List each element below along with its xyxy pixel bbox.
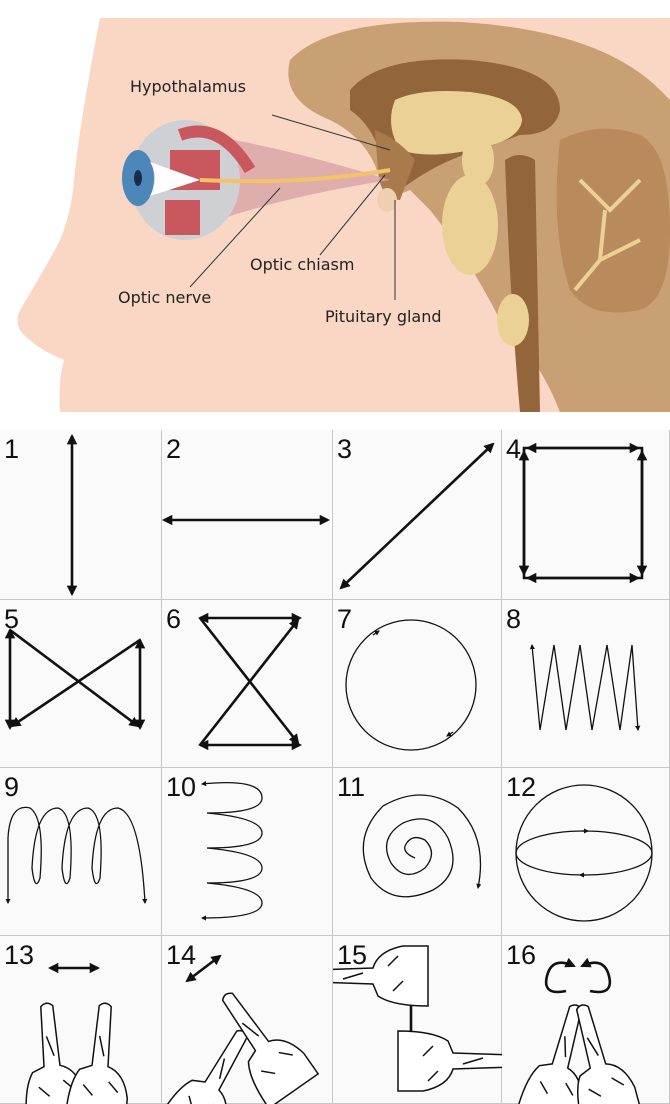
exercise-cell-2: 2 [162, 430, 333, 600]
exercise-cell-9: 9 [0, 768, 162, 936]
label-optic-nerve: Optic nerve [118, 288, 211, 307]
fingers-apart-motion-diagram [25, 962, 129, 1104]
sphere-motion-diagram [515, 784, 653, 922]
vertical-motion-diagram [66, 433, 78, 597]
exercise-number: 11 [337, 772, 366, 802]
exercise-cell-12: 12 [502, 768, 670, 936]
label-leader-lines [189, 114, 396, 300]
exercise-cell-3: 3 [333, 430, 502, 600]
exercise-cell-4: 4 [502, 430, 670, 600]
fingers-vertical-motion-diagram [333, 945, 502, 1092]
exercise-cell-11: 11 [333, 768, 502, 936]
eye-brain-anatomy-illustration: Hypothalamus Optic chiasm Optic nerve Pi… [17, 18, 670, 413]
exercise-number: 4 [506, 434, 522, 464]
diagonal-motion-diagram [339, 442, 495, 590]
square-motion-diagram [518, 442, 648, 584]
exercise-number: 7 [337, 604, 353, 634]
circle-motion-diagram [345, 619, 477, 751]
exercise-number: 8 [506, 604, 522, 634]
eye [122, 120, 391, 240]
hand-icon [397, 1030, 502, 1092]
exercise-cell-14: 14 [162, 936, 333, 1104]
exercise-cell-8: 8 [502, 600, 670, 768]
exercise-cell-15: 15 [333, 936, 502, 1104]
label-hypothalamus: Hypothalamus [130, 77, 246, 96]
fingers-diagonal-motion-diagram [162, 954, 320, 1104]
hand-icon [64, 1002, 129, 1104]
exercise-number: 5 [4, 604, 20, 634]
exercise-cell-10: 10 [162, 768, 333, 936]
label-pituitary-gland: Pituitary gland [325, 307, 442, 326]
hourglass-motion-diagram [197, 612, 303, 751]
label-optic-chiasm: Optic chiasm [250, 255, 354, 274]
exercise-number: 13 [4, 940, 35, 970]
horizontal-loops-motion-diagram [5, 806, 148, 905]
exercise-number: 3 [337, 434, 353, 464]
spiral-motion-diagram [362, 794, 482, 898]
exercise-number: 12 [506, 772, 537, 802]
fingers-circles-motion-diagram [515, 957, 643, 1104]
hand-icon [221, 992, 320, 1104]
brain [288, 21, 670, 413]
zigzag-motion-diagram [529, 643, 641, 732]
exercise-number: 10 [166, 772, 197, 802]
hand-icon [575, 1004, 643, 1104]
exercise-cell-16: 16 [502, 936, 670, 1104]
horizontal-motion-diagram [162, 514, 331, 526]
horizontal-bowtie-motion-diagram [4, 627, 146, 731]
exercise-cell-7: 7 [333, 600, 502, 768]
exercise-number: 2 [166, 434, 182, 464]
exercise-number: 9 [4, 772, 20, 802]
exercise-number: 16 [506, 940, 537, 970]
exercise-cell-5: 5 [0, 600, 162, 768]
exercise-cell-1: 1 [0, 430, 162, 600]
vertical-coil-motion-diagram [200, 780, 263, 921]
exercise-number: 14 [166, 940, 197, 970]
exercise-number: 6 [166, 604, 182, 634]
exercise-number: 15 [337, 940, 368, 970]
hand-icon [333, 945, 429, 1007]
exercise-cell-6: 6 [162, 600, 333, 768]
exercise-number: 1 [4, 434, 20, 464]
exercise-cell-13: 13 [0, 936, 162, 1104]
